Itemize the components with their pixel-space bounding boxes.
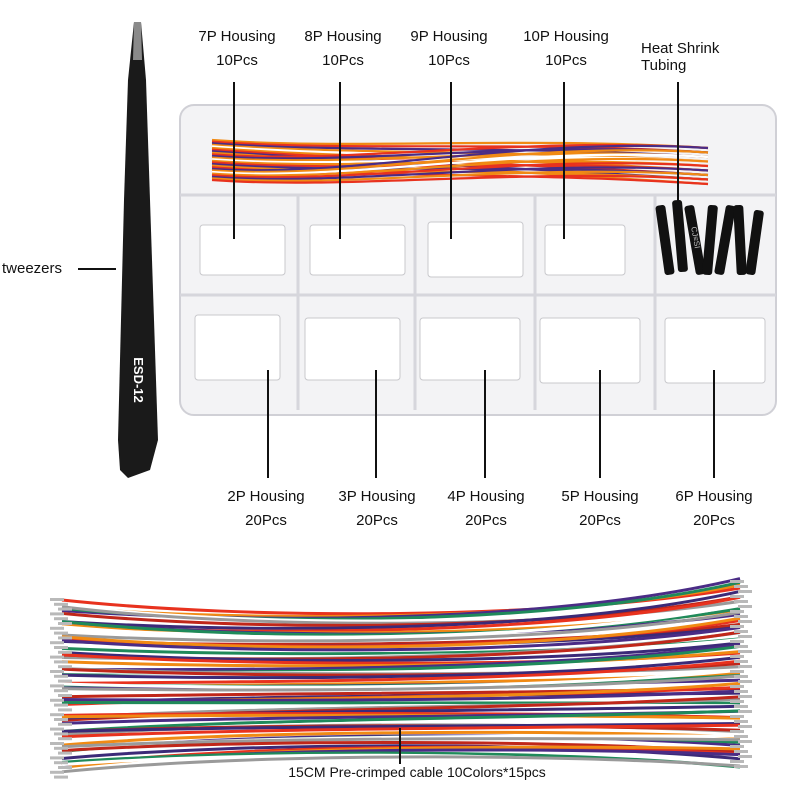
- leader-line-9p: [450, 82, 452, 239]
- leader-line-6p: [713, 370, 715, 478]
- leader-line-8p: [339, 82, 341, 239]
- cable-caption: 15CM Pre-crimped cable 10Colors*15pcs: [288, 764, 546, 780]
- leader-line-2p: [267, 370, 269, 478]
- leader-line-heat-shrink: [677, 82, 679, 239]
- tweezers-marking: ESD-12: [131, 357, 146, 403]
- leader-line-7p: [233, 82, 235, 239]
- cable-bundle: [50, 577, 752, 779]
- storage-box: CJ≡SI: [179, 104, 777, 416]
- tweezers-leader-line: [78, 268, 116, 270]
- leader-line-3p: [375, 370, 377, 478]
- tweezers-illustration: ESD-12: [118, 22, 158, 478]
- leader-line-4p: [484, 370, 486, 478]
- leader-line-5p: [599, 370, 601, 478]
- leader-line-cable: [399, 728, 401, 764]
- heat-shrink-marking: CJ≡SI: [689, 226, 702, 249]
- leader-line-10p: [563, 82, 565, 239]
- tweezers-label: tweezers: [2, 260, 63, 277]
